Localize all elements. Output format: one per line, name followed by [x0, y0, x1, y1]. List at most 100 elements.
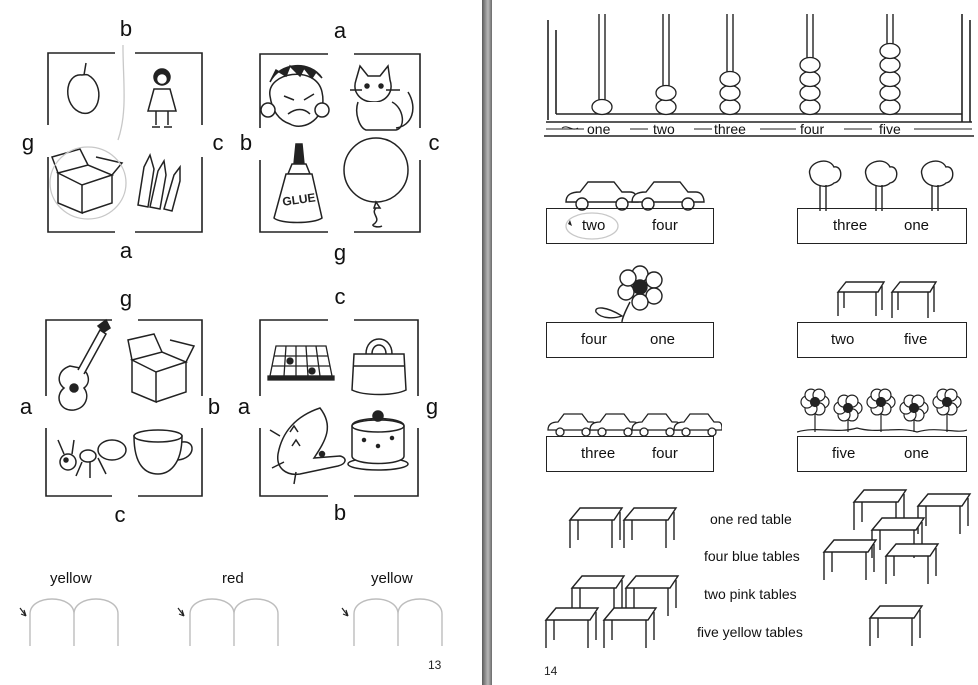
book-spine — [482, 0, 492, 685]
abacus-bead — [719, 70, 741, 88]
tables-drawing — [545, 489, 971, 649]
abacus-bead — [879, 98, 901, 116]
counting-box-3 — [546, 322, 714, 358]
counting-box-3-word-1[interactable]: four — [581, 331, 607, 348]
flower-mark — [800, 388, 830, 432]
counting-box-5 — [546, 436, 714, 472]
trace-line — [117, 45, 125, 141]
abacus-bead — [879, 84, 901, 102]
abacus-label-3: three — [714, 121, 746, 137]
answer-circle — [49, 146, 127, 220]
abacus-rods — [591, 14, 901, 116]
counting-box-4 — [797, 322, 967, 358]
counting-box-6-word-1[interactable]: five — [832, 445, 856, 462]
cup-icon — [133, 429, 193, 475]
counting-box-4-word-2[interactable]: five — [904, 331, 928, 348]
board-game-icon — [267, 345, 335, 381]
crayons-icon — [137, 152, 181, 212]
cake-icon — [347, 410, 409, 471]
table-one-right — [869, 605, 923, 647]
puzzle-2-top-letter: a — [333, 18, 347, 43]
flower-mark — [899, 394, 929, 432]
counting-box-2-word-2[interactable]: one — [904, 217, 930, 234]
abacus-bead — [591, 98, 613, 116]
box-icon — [51, 148, 124, 215]
flower-mark — [833, 394, 863, 432]
angry-man-icon — [260, 64, 330, 127]
abacus-bead — [879, 70, 901, 88]
abacus-bead — [655, 84, 677, 102]
abacus-bead — [799, 98, 821, 116]
balloon-icon — [343, 137, 409, 228]
abacus-bead — [719, 98, 741, 116]
counting-box-6-word-2[interactable]: one — [904, 445, 930, 462]
puzzle-4-left-letter: a — [237, 394, 251, 419]
cars-icon — [565, 181, 705, 211]
abacus-bead — [719, 84, 741, 102]
counting-box-4-word-1[interactable]: two — [831, 331, 855, 348]
abacus-label-2: two — [653, 121, 675, 137]
puzzle-1-top-letter: b — [119, 16, 133, 41]
puzzle-3-top-letter: g — [119, 286, 133, 311]
colour-word-3: yellow — [371, 570, 413, 587]
puzzle-2-left-letter: b — [239, 130, 253, 155]
puzzle-4-frame — [259, 319, 419, 497]
start-arrow-icon — [341, 607, 349, 617]
tables-two-left — [569, 507, 677, 549]
glue-icon: GLUE — [273, 143, 323, 224]
puzzle-3-bottom-letter: c — [114, 502, 126, 527]
left-page: b a g c — [0, 0, 482, 685]
abacus-rod — [726, 14, 734, 72]
puzzle-4-right-letter: g — [425, 394, 439, 419]
abacus-label-4: four — [800, 121, 824, 137]
table-phrase-1: one red table — [710, 511, 792, 527]
abacus-bead — [655, 98, 677, 116]
puzzle-2-right-letter: c — [428, 130, 440, 155]
alligator-icon — [269, 407, 346, 485]
counting-box-1-word-2[interactable]: four — [652, 217, 678, 234]
counting-box-1 — [546, 208, 714, 244]
abacus-rod — [662, 14, 670, 86]
puzzle-4-top-letter: c — [334, 284, 346, 309]
abacus-rod — [886, 14, 894, 44]
table-phrase-2: four blue tables — [704, 548, 800, 564]
start-arrow-icon — [19, 607, 27, 617]
counting-box-5-word-2[interactable]: four — [652, 445, 678, 462]
colour-word-1: yellow — [50, 570, 92, 587]
counting-box-2 — [797, 208, 967, 244]
puzzle-1-left-letter: g — [21, 130, 35, 155]
trees-icon — [808, 160, 954, 211]
bag-icon — [351, 338, 407, 396]
page-number-right: 14 — [544, 664, 558, 678]
cat-icon — [350, 64, 414, 131]
counting-box-2-word-1[interactable]: three — [833, 217, 868, 234]
tracing-arches — [19, 598, 443, 646]
puzzle-4-bottom-letter: b — [333, 500, 347, 525]
answer-circle — [565, 212, 619, 240]
puzzle-3-left-letter: a — [19, 394, 33, 419]
puzzle-3-right-letter: b — [207, 394, 221, 419]
counting-box-3-word-2[interactable]: one — [650, 331, 676, 348]
counting-box-6 — [797, 436, 967, 472]
letter-puzzle-2: a g b c — [222, 0, 462, 270]
glue-label: GLUE — [281, 190, 316, 209]
puzzle-2-bottom-letter: g — [333, 240, 347, 265]
abacus-bead — [799, 56, 821, 74]
apple-icon — [67, 62, 100, 114]
colour-word-2: red — [222, 570, 244, 587]
abacus-rod — [598, 14, 606, 100]
counting-box-5-word-1[interactable]: three — [581, 445, 616, 462]
abacus-bead — [799, 84, 821, 102]
puzzle-1-right-letter: c — [212, 130, 224, 155]
abacus-bead — [879, 42, 901, 60]
tables-icon — [836, 281, 938, 318]
right-page: one two three four five two four three o… — [492, 0, 978, 685]
tables-five-right — [823, 489, 971, 585]
abacus-bead — [879, 56, 901, 74]
start-arrow-icon — [177, 607, 185, 617]
puzzle-2-frame: GLUE — [259, 53, 421, 233]
abacus-label-1: one — [587, 121, 611, 137]
tables-four-left — [545, 575, 679, 649]
box-icon — [127, 333, 196, 404]
counting-box-1-word-1[interactable]: two — [582, 217, 606, 234]
